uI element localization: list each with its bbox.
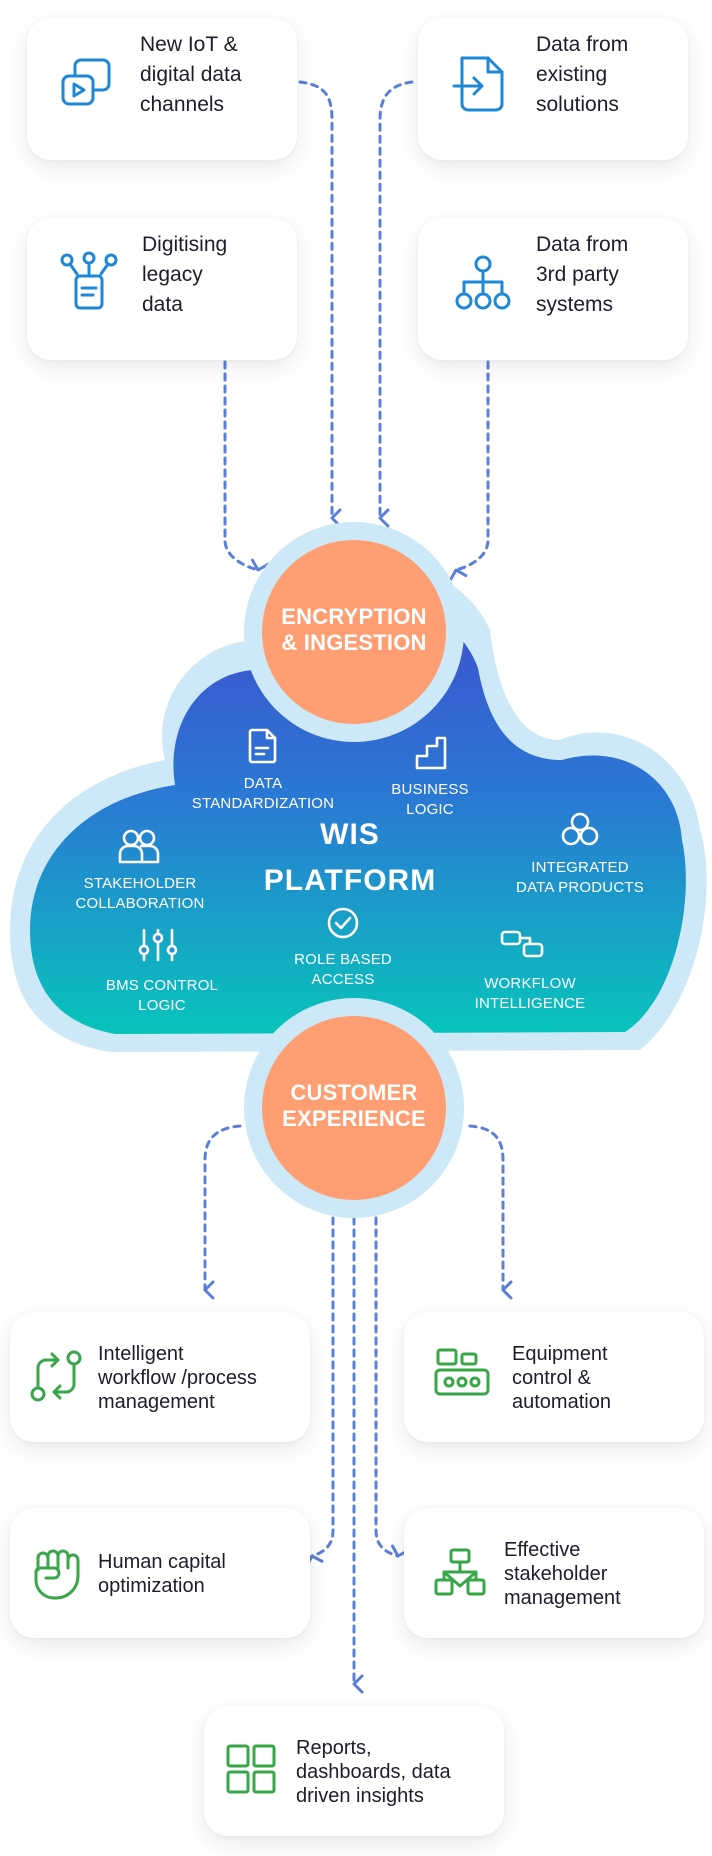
source-existing-line-1: Data from xyxy=(536,33,629,56)
source-card-existing: Data from existing solutions xyxy=(418,18,688,160)
module-label-line: WORKFLOW xyxy=(484,975,576,992)
module-label-line: INTEGRATED xyxy=(531,859,629,876)
arrow-existing-to-ingestion xyxy=(378,80,414,528)
arrow-to-workflow xyxy=(203,1124,242,1300)
outcome-reports-line-3: driven insights xyxy=(296,1785,424,1807)
media-channel-icon xyxy=(61,58,111,106)
outcome-stakeholder-line-1: Effective xyxy=(504,1539,581,1561)
source-card-legacy: Digitising legacy data xyxy=(27,218,297,360)
org-chart-icon xyxy=(434,1548,486,1596)
source-iot-line-3: channels xyxy=(140,93,225,116)
experience-label: CUSTOMER EXPERIENCE xyxy=(264,1080,444,1132)
module-label-line: COLLABORATION xyxy=(75,895,205,912)
source-3rdparty-line-3: systems xyxy=(536,293,614,316)
ingestion-circle xyxy=(262,540,446,724)
outcome-card-human-capital: Human capital optimization xyxy=(10,1508,310,1638)
module-label-line: STAKEHOLDER xyxy=(83,875,197,892)
arrow-to-human-capital xyxy=(305,1216,335,1568)
arrow-to-stakeholder xyxy=(374,1216,410,1558)
module-business-logic: BUSINESS LOGIC xyxy=(370,780,490,820)
platform-title: WIS PLATFORM xyxy=(245,812,455,904)
source-legacy-line-3: data xyxy=(142,293,183,316)
cloud-body xyxy=(30,604,686,1034)
outbound-arrows xyxy=(203,1124,513,1694)
workflow-arrows-icon xyxy=(30,1350,82,1402)
module-label-line: DATA PRODUCTS xyxy=(516,879,644,896)
module-stakeholder-collaboration: STAKEHOLDER COLLABORATION xyxy=(60,874,220,914)
ingestion-line-2: & INGESTION xyxy=(281,630,427,655)
module-label-line: STANDARDIZATION xyxy=(191,795,335,812)
module-workflow-intelligence: WORKFLOW INTELLIGENCE xyxy=(460,974,600,1014)
platform-cloud xyxy=(10,566,707,1052)
module-bms-control-logic: BMS CONTROL LOGIC xyxy=(92,976,232,1016)
source-existing-line-2: existing xyxy=(536,63,608,86)
file-import-icon xyxy=(452,56,504,112)
inbound-arrows xyxy=(223,80,490,582)
outcome-card-stakeholder: Effective stakeholder management xyxy=(404,1508,704,1638)
platform-title-line-2: PLATFORM xyxy=(263,864,437,897)
source-3rdparty-line-1: Data from xyxy=(536,233,629,256)
arrow-iot-to-ingestion xyxy=(298,80,342,528)
fist-icon xyxy=(34,1549,80,1600)
sliders-icon xyxy=(138,928,178,962)
outcome-workflow-line-1: Intelligent xyxy=(98,1343,184,1365)
module-label-line: BMS CONTROL xyxy=(105,977,219,994)
outcome-stakeholder-line-3: management xyxy=(504,1587,621,1609)
steps-icon xyxy=(415,736,447,770)
outcome-equipment-line-2: control & xyxy=(512,1367,591,1389)
outcome-card-workflow: Intelligent workflow /process management xyxy=(10,1312,310,1442)
arrow-3rdparty-to-ingestion xyxy=(448,360,490,582)
module-integrated-data-products: INTEGRATED DATA PRODUCTS xyxy=(500,858,660,898)
check-circle-icon xyxy=(327,907,359,939)
module-label-line: BUSINESS xyxy=(391,781,469,798)
module-label-line: LOGIC xyxy=(406,801,454,818)
experience-line-1: CUSTOMER xyxy=(290,1080,418,1105)
source-iot-line-2: digital data xyxy=(140,63,242,86)
ingestion-node xyxy=(244,522,464,742)
source-legacy-line-2: legacy xyxy=(142,263,203,286)
ingestion-line-1: ENCRYPTION xyxy=(281,604,427,629)
module-label-line: ACCESS xyxy=(311,971,375,988)
outcome-card-equipment: Equipment control & automation xyxy=(404,1312,704,1442)
platform-title-line-1: WIS xyxy=(320,818,380,851)
hierarchy-icon xyxy=(455,255,511,310)
outcome-workflow-line-2: workflow /process xyxy=(98,1367,257,1389)
outcome-workflow-line-3: management xyxy=(98,1391,215,1413)
experience-circle xyxy=(262,1016,446,1200)
module-label-line: ROLE BASED xyxy=(294,951,392,968)
source-card-iot: New IoT & digital data channels xyxy=(27,18,297,160)
people-icon xyxy=(118,829,160,864)
outcome-human-capital-line-2: optimization xyxy=(98,1575,205,1597)
source-3rdparty-line-2: 3rd party xyxy=(536,263,619,286)
arrow-to-equipment xyxy=(468,1124,513,1300)
outcome-card-reports: Reports, dashboards, data driven insight… xyxy=(204,1706,504,1836)
grid-dashboard-icon xyxy=(226,1744,276,1794)
module-role-based-access: ROLE BASED ACCESS xyxy=(283,950,403,990)
linked-circles-icon xyxy=(561,812,599,846)
document-icon xyxy=(248,728,277,764)
workflow-blocks-icon xyxy=(500,930,544,958)
outcome-equipment-line-3: automation xyxy=(512,1391,611,1413)
document-nodes-icon xyxy=(60,251,118,310)
source-existing-line-3: solutions xyxy=(536,93,619,116)
source-card-3rdparty: Data from 3rd party systems xyxy=(418,218,688,360)
source-legacy-line-1: Digitising xyxy=(142,233,228,256)
outcome-human-capital-line-1: Human capital xyxy=(98,1551,226,1573)
outcome-reports-line-2: dashboards, data xyxy=(296,1761,451,1783)
control-panel-icon xyxy=(434,1348,490,1396)
module-data-standardization: DATA STANDARDIZATION xyxy=(180,774,346,814)
module-label-line: DATA xyxy=(243,775,283,792)
module-label-line: LOGIC xyxy=(138,997,186,1014)
module-label-line: INTELLIGENCE xyxy=(474,995,586,1012)
source-iot-line-1: New IoT & xyxy=(140,33,238,56)
ingestion-label: ENCRYPTION & INGESTION xyxy=(264,604,444,656)
outcome-stakeholder-line-2: stakeholder xyxy=(504,1563,608,1585)
arrow-legacy-to-ingestion xyxy=(223,360,270,572)
outcome-reports-line-1: Reports, xyxy=(296,1737,372,1759)
experience-node xyxy=(244,998,464,1218)
outcome-equipment-line-1: Equipment xyxy=(512,1343,608,1365)
experience-line-2: EXPERIENCE xyxy=(282,1106,426,1131)
